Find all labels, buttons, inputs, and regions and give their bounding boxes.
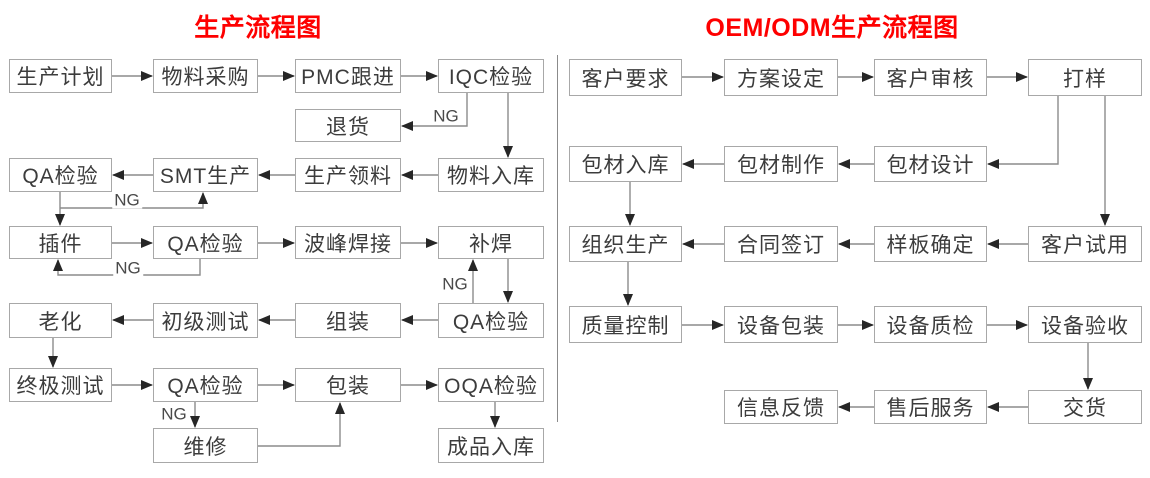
flow-edge-arrow	[60, 192, 208, 209]
flow-node-quality-control: 质量控制	[569, 306, 682, 343]
flow-node-label: 客户要求	[581, 67, 670, 91]
edge-label-ng: NG	[440, 274, 470, 294]
flow-node-label: 物料采购	[161, 66, 250, 89]
flow-node-label: 物料入库	[447, 165, 535, 188]
flow-node-label: 交货	[1063, 397, 1107, 420]
flow-node-label: 包材设计	[886, 154, 975, 177]
flow-node-packaging-design: 包材设计	[874, 146, 987, 182]
flow-node-proofing: 打样	[1028, 59, 1142, 96]
flow-node-finished-warehousing: 成品入库	[438, 428, 544, 463]
flow-node-packaging-warehousing: 包材入库	[569, 146, 682, 182]
flow-node-contract-signing: 合同签订	[724, 226, 838, 262]
flow-node-label: 样板确定	[886, 234, 975, 257]
edge-label-ng: NG	[159, 404, 189, 424]
flow-node-equipment-packing: 设备包装	[724, 306, 838, 343]
flow-node-production-picking: 生产领料	[295, 158, 401, 192]
chart-divider-line	[557, 55, 558, 422]
flow-node-qa-inspection-1: QA检验	[9, 158, 112, 192]
flow-node-pmc-follow: PMC跟进	[295, 59, 401, 93]
flow-node-packaging-making: 包材制作	[724, 146, 838, 182]
flow-node-label: 信息反馈	[737, 397, 825, 420]
flow-node-customer-trial: 客户试用	[1028, 226, 1142, 262]
flow-node-label: 包装	[326, 375, 370, 398]
flow-node-scheme-setting: 方案设定	[724, 59, 838, 96]
flow-node-qa-inspection-4: QA检验	[153, 368, 258, 402]
flow-node-repair-welding: 补焊	[438, 226, 544, 259]
flow-node-primary-test: 初级测试	[153, 303, 258, 338]
flow-node-label: SMT生产	[159, 165, 252, 188]
flow-node-label: 售后服务	[886, 397, 975, 420]
flow-node-label: OQA检验	[444, 375, 538, 398]
flow-node-label: 初级测试	[161, 310, 250, 334]
flow-node-equipment-acceptance: 设备验收	[1028, 306, 1142, 343]
flow-node-information-feedback: 信息反馈	[724, 390, 838, 424]
flow-node-customer-requirements: 客户要求	[569, 59, 682, 96]
flow-node-final-test: 终极测试	[9, 368, 112, 402]
flow-node-delivery: 交货	[1028, 390, 1142, 424]
flow-node-return-goods: 退货	[295, 109, 401, 142]
flow-node-label: QA检验	[167, 375, 244, 398]
flow-node-organize-production: 组织生产	[569, 226, 682, 262]
flow-edge-arrow	[258, 402, 345, 447]
flow-node-label: 插件	[38, 232, 83, 256]
flow-node-label: 终极测试	[16, 375, 105, 398]
flow-node-equipment-qc: 设备质检	[874, 306, 987, 343]
flow-node-smt-production: SMT生产	[153, 158, 258, 192]
flow-node-packing: 包装	[295, 368, 401, 402]
flow-node-label: IQC检验	[448, 66, 534, 89]
flow-node-production-plan: 生产计划	[9, 59, 112, 93]
edge-label-ng: NG	[112, 190, 142, 210]
flow-node-label: 打样	[1063, 67, 1107, 91]
chart-title-oem-odm: OEM/ODM生产流程图	[705, 14, 959, 42]
flow-edge-arrow	[401, 93, 468, 131]
flow-node-plug-in: 插件	[9, 226, 112, 259]
flow-edge-arrow	[987, 96, 1059, 169]
flow-node-label: 合同签订	[737, 234, 825, 257]
flow-node-repair: 维修	[153, 428, 258, 463]
flow-node-label: 成品入库	[447, 435, 535, 459]
flow-node-label: 维修	[183, 435, 228, 459]
flow-node-qa-inspection-2: QA检验	[153, 226, 258, 259]
flow-node-label: 生产领料	[304, 165, 392, 188]
flow-node-assembly: 组装	[295, 303, 401, 338]
flow-node-oqa-inspection: OQA检验	[438, 368, 544, 402]
flow-node-iqc-inspection: IQC检验	[438, 59, 544, 93]
flow-node-sample-confirmation: 样板确定	[874, 226, 987, 262]
flow-node-label: 组装	[326, 310, 370, 334]
flow-node-label: 质量控制	[581, 314, 670, 338]
flow-node-label: 组织生产	[581, 234, 670, 257]
flow-node-label: QA检验	[452, 310, 530, 334]
flow-node-label: 设备包装	[737, 314, 825, 338]
flow-node-label: 方案设定	[737, 67, 825, 91]
edge-label-ng: NG	[113, 258, 143, 278]
flow-node-qa-inspection-3: QA检验	[438, 303, 544, 338]
flow-node-label: 客户审核	[886, 67, 975, 91]
flow-node-label: 设备质检	[886, 314, 975, 338]
flow-node-material-warehousing: 物料入库	[438, 158, 544, 192]
flow-node-label: 波峰焊接	[304, 232, 392, 256]
flow-node-label: 退货	[326, 115, 370, 139]
flow-node-customer-review: 客户审核	[874, 59, 987, 96]
flow-node-aging: 老化	[9, 303, 112, 338]
chart-title-production: 生产流程图	[194, 14, 322, 42]
flow-node-label: 补焊	[469, 232, 513, 256]
flow-node-after-sales-service: 售后服务	[874, 390, 987, 424]
edge-label-ng: NG	[431, 106, 461, 126]
flow-node-label: 包材入库	[581, 154, 670, 177]
flow-node-label: 包材制作	[737, 154, 825, 177]
flow-node-label: QA检验	[167, 232, 244, 256]
flow-node-label: 老化	[38, 310, 83, 334]
flow-node-label: 生产计划	[16, 66, 105, 89]
flow-node-wave-soldering: 波峰焊接	[295, 226, 401, 259]
flow-node-label: 客户试用	[1041, 234, 1129, 257]
flow-node-label: PMC跟进	[301, 66, 395, 89]
flow-node-material-purchase: 物料采购	[153, 59, 258, 93]
flow-node-label: QA检验	[22, 165, 99, 188]
flow-node-label: 设备验收	[1041, 314, 1129, 338]
